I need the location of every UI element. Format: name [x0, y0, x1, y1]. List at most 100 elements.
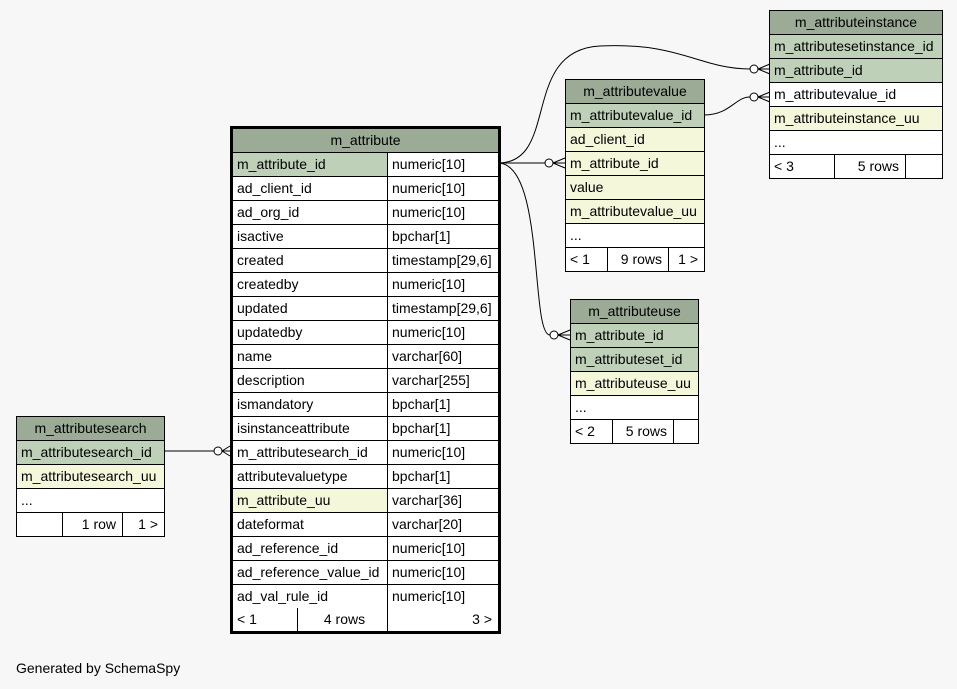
- column-name: updated: [233, 297, 387, 320]
- table-m-attributeuse[interactable]: m_attributeuse m_attribute_id m_attribut…: [570, 299, 699, 444]
- children-count[interactable]: 1 >: [122, 513, 164, 536]
- column-name: m_attribute_id: [774, 62, 863, 78]
- column-row: ...: [770, 131, 942, 155]
- column-type: varchar[20]: [387, 513, 498, 536]
- table-title: m_attributeinstance: [770, 11, 942, 35]
- parents-count[interactable]: < 3: [774, 158, 794, 174]
- column-row: m_attributevalue_id: [566, 104, 704, 128]
- column-name: name: [233, 345, 387, 368]
- column-name: ad_org_id: [233, 201, 387, 224]
- column-row: ...: [17, 489, 164, 513]
- column-row: m_attributeinstance_uu: [770, 107, 942, 131]
- column-name: m_attributeset_id: [575, 351, 683, 367]
- column-type: numeric[10]: [387, 321, 498, 344]
- column-name: dateformat: [233, 513, 387, 536]
- column-type: varchar[60]: [387, 345, 498, 368]
- table-m-attributesearch[interactable]: m_attributesearch m_attributesearch_id m…: [16, 416, 165, 537]
- parents-count[interactable]: [17, 513, 62, 536]
- column-type: numeric[10]: [387, 441, 498, 464]
- row-count: 4 rows: [297, 608, 387, 631]
- column-row: ...: [571, 396, 698, 420]
- edge-attribute-attributeuse: [497, 162, 551, 336]
- table-footer: < 2 5 rows: [571, 420, 698, 443]
- column-type: numeric[10]: [387, 273, 498, 296]
- column-name: m_attributevalue_uu: [570, 203, 697, 219]
- column-type: numeric[10]: [387, 537, 498, 560]
- column-row: m_attributevalue_uu: [566, 200, 704, 224]
- column-name: ismandatory: [233, 393, 387, 416]
- column-name: ...: [774, 134, 786, 150]
- column-name: attributevaluetype: [233, 465, 387, 488]
- parents-count[interactable]: < 2: [575, 423, 595, 439]
- table-title: m_attributevalue: [566, 80, 704, 104]
- column-name: ad_reference_value_id: [233, 561, 387, 584]
- row-count: 5 rows: [612, 420, 673, 443]
- table-title: m_attributesearch: [17, 417, 164, 441]
- column-type: timestamp[29,6]: [387, 297, 498, 320]
- column-name: ad_client_id: [233, 177, 387, 200]
- column-name: m_attributeinstance_uu: [774, 110, 920, 126]
- column-row: m_attribute_id: [571, 324, 698, 348]
- parents-count[interactable]: < 1: [570, 251, 590, 267]
- column-name: ad_reference_id: [233, 537, 387, 560]
- column-name: m_attributesearch_uu: [21, 468, 157, 484]
- column-name: createdby: [233, 273, 387, 296]
- column-name: m_attributevalue_id: [774, 86, 897, 102]
- children-count[interactable]: 3 >: [387, 608, 498, 631]
- children-count[interactable]: [673, 420, 698, 443]
- column-type: bpchar[1]: [387, 465, 498, 488]
- column-name: ...: [575, 399, 587, 415]
- column-name: m_attributeuse_uu: [575, 375, 691, 391]
- column-name: ad_val_rule_id: [233, 585, 387, 608]
- column-row: m_attribute_id: [566, 152, 704, 176]
- table-m-attributevalue[interactable]: m_attributevalue m_attributevalue_id ad_…: [565, 79, 705, 272]
- column-type: varchar[36]: [387, 489, 498, 512]
- row-count: 1 row: [62, 513, 122, 536]
- table-footer: < 1 4 rows 3 >: [233, 608, 498, 631]
- column-name: ...: [21, 492, 33, 508]
- column-type: varchar[255]: [387, 369, 498, 392]
- column-name: m_attribute_uu: [233, 489, 387, 512]
- column-row: value: [566, 176, 704, 200]
- column-name: m_attribute_id: [570, 155, 659, 171]
- column-name: ...: [570, 227, 582, 243]
- row-count: 9 rows: [607, 248, 668, 271]
- generated-by-label: Generated by SchemaSpy: [16, 660, 181, 676]
- column-name: created: [233, 249, 387, 272]
- edge-attributevalue-attributeinstance: [703, 96, 751, 116]
- children-count[interactable]: [905, 155, 942, 178]
- column-name: updatedby: [233, 321, 387, 344]
- column-type: bpchar[1]: [387, 393, 498, 416]
- table-m-attributeinstance[interactable]: m_attributeinstance m_attributesetinstan…: [769, 10, 943, 179]
- column-name: m_attributevalue_id: [570, 107, 693, 123]
- table-footer: < 3 5 rows: [770, 155, 942, 178]
- parents-count[interactable]: < 1: [237, 611, 257, 627]
- column-name: description: [233, 369, 387, 392]
- column-row: m_attribute_id: [770, 59, 942, 83]
- column-name: isinstanceattribute: [233, 417, 387, 440]
- column-name: value: [570, 179, 604, 195]
- table-footer: < 1 9 rows 1 >: [566, 248, 704, 271]
- row-count: 5 rows: [834, 155, 905, 178]
- children-count[interactable]: 1 >: [668, 248, 704, 271]
- column-row: ...: [566, 224, 704, 248]
- table-title: m_attributeuse: [571, 300, 698, 324]
- column-name: ad_client_id: [570, 131, 645, 147]
